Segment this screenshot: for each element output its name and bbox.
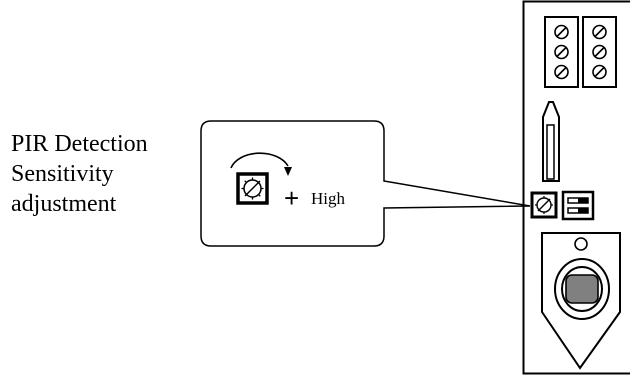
label-line-1: PIR Detection xyxy=(11,131,148,157)
terminal-screw-icon xyxy=(592,64,607,80)
callout-bubble xyxy=(200,120,531,247)
dip-switch-icon xyxy=(561,190,595,221)
label-line-2: Sensitivity xyxy=(11,161,114,187)
jumper-connector xyxy=(542,101,560,182)
terminal-screw-icon xyxy=(592,44,607,60)
adjustment-dial-icon xyxy=(236,172,269,205)
terminal-block-left xyxy=(544,16,579,88)
terminal-screw-icon xyxy=(554,24,569,40)
high-label: High xyxy=(311,189,345,208)
terminal-block-right xyxy=(582,16,617,88)
pir-lens-icon xyxy=(541,232,621,370)
terminal-screw-icon xyxy=(592,24,607,40)
label-line-3: adjustment xyxy=(11,191,117,217)
terminal-screw-icon xyxy=(554,44,569,60)
terminal-screw-icon xyxy=(554,64,569,80)
adjustment-dial-icon xyxy=(530,191,558,219)
plus-sign: + xyxy=(284,183,299,213)
clockwise-arrow-icon xyxy=(230,152,292,176)
